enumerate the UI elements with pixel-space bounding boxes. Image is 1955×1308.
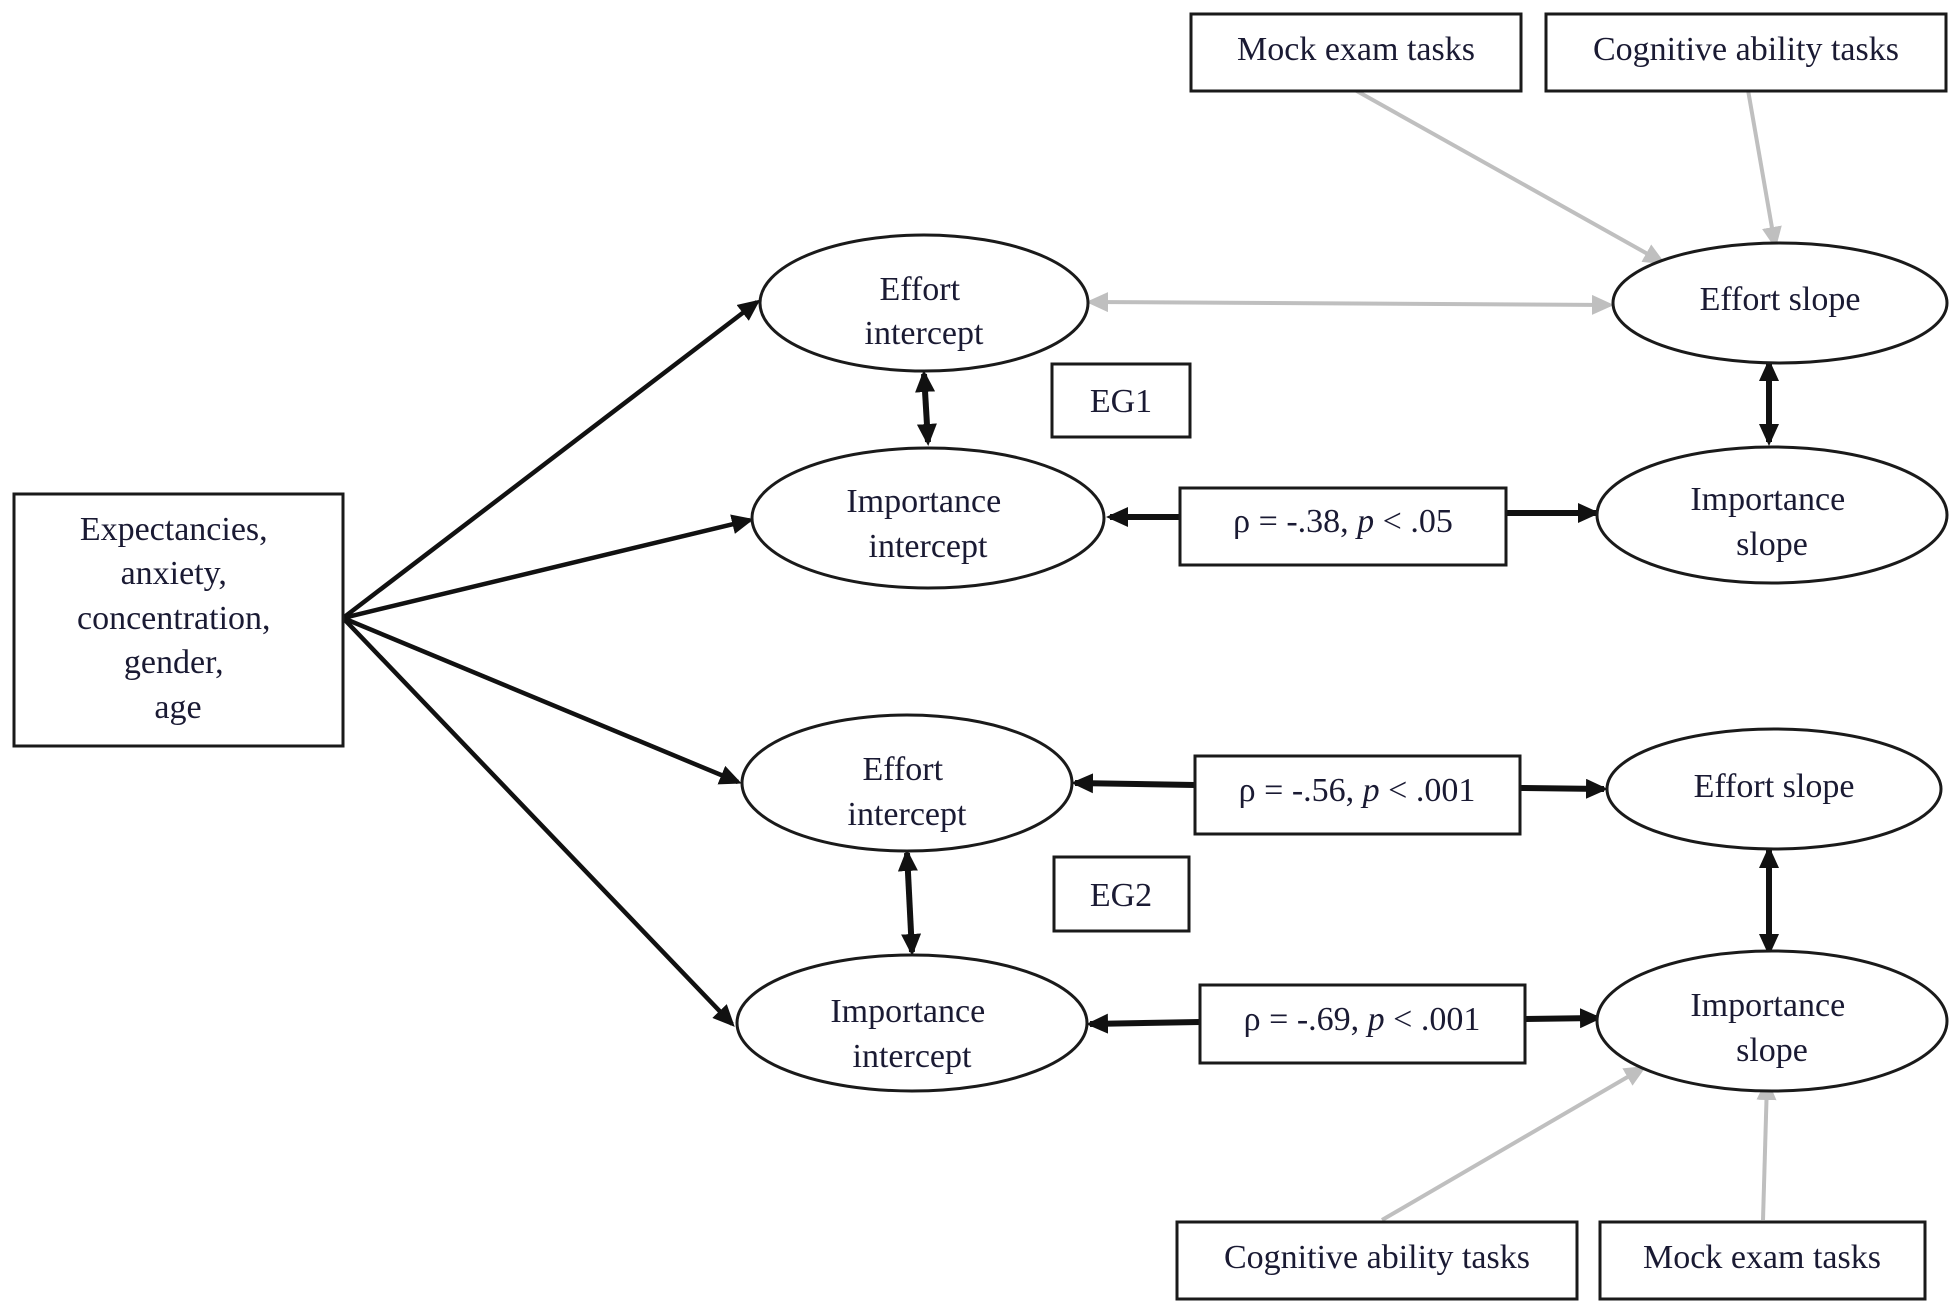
- svg-text:Importance slope: Importance slope: [1690, 987, 1853, 1069]
- svg-text:ρ = -.56, p < .001: ρ = -.56, p < .001: [1239, 772, 1476, 809]
- predictor-to-eg1-importance-intercept-arrow: [342, 514, 754, 621]
- svg-text:Effort slope: Effort slope: [1700, 281, 1861, 318]
- eg2-cognitive-to-importance-slope-arrow: [1380, 1065, 1647, 1222]
- eg1-mock-exam-to-effort-slope-arrow: [1354, 88, 1666, 264]
- svg-text:EG1: EG1: [1090, 383, 1152, 420]
- eg1-effort-slope: Effort slope: [1611, 241, 1949, 365]
- svg-text:Effort intercept: Effort intercept: [865, 271, 984, 352]
- eg2-effort-slope: Effort slope: [1605, 727, 1943, 851]
- eg1-rho-box: ρ = -.38, p < .05: [1178, 486, 1508, 567]
- eg1-effort-importance-intercept-arrow: [915, 370, 937, 446]
- eg2-rho-effort-to-slope-arrow: [1519, 778, 1608, 799]
- eg1-label-box: EG1: [1050, 362, 1192, 439]
- eg1-cognitive-to-effort-slope-arrow: [1746, 89, 1782, 249]
- eg1-mock-exam-box: Mock exam tasks: [1189, 12, 1523, 93]
- eg2-mock-exam-to-importance-slope-arrow: [1756, 1078, 1777, 1221]
- predictor-to-eg1-effort-intercept-arrow: [341, 299, 761, 620]
- svg-text:Expectancies, anxiety,: Expectancies, anxiety, concentration, ge…: [77, 511, 279, 726]
- eg2-rho-importance-to-slope-arrow: [1524, 1008, 1602, 1029]
- svg-text:Importance intercept: Importance intercept: [846, 483, 1009, 565]
- eg2-rho-importance-box: ρ = -.69, p < .001: [1198, 983, 1527, 1065]
- eg1-importance-intercept: Importance intercept: [750, 446, 1106, 590]
- svg-text:Mock exam tasks: Mock exam tasks: [1643, 1239, 1881, 1276]
- eg2-rho-effort-to-intercept-arrow: [1071, 773, 1196, 794]
- predictors-line-4: gender,: [124, 644, 224, 681]
- predictor-to-eg2-importance-intercept-arrow: [341, 616, 735, 1027]
- eg1-importance-slope: Importance slope: [1595, 445, 1949, 585]
- svg-text:Mock exam tasks: Mock exam tasks: [1237, 31, 1475, 68]
- eg2-effort-importance-intercept-arrow: [897, 849, 922, 956]
- eg2-rho-effort-box: ρ = -.56, p < .001: [1193, 754, 1522, 836]
- predictor-to-eg2-effort-intercept-arrow: [342, 615, 742, 785]
- predictors-line-2: anxiety,: [121, 555, 227, 592]
- eg2-mock-exam-box: Mock exam tasks: [1598, 1220, 1927, 1301]
- eg2-effort-intercept: Effort intercept: [740, 713, 1074, 853]
- eg2-importance-slope: Importance slope: [1595, 949, 1949, 1093]
- svg-text:ρ = -.38, p < .05: ρ = -.38, p < .05: [1233, 503, 1453, 540]
- svg-text:EG2: EG2: [1090, 877, 1152, 914]
- predictors-line-1: Expectancies,: [80, 511, 268, 548]
- svg-text:Cognitive ability tasks: Cognitive ability tasks: [1593, 31, 1899, 68]
- svg-text:Effort slope: Effort slope: [1694, 768, 1855, 805]
- eg1-cognitive-ability-box: Cognitive ability tasks: [1544, 12, 1948, 93]
- eg2-rho-importance-to-intercept-arrow: [1086, 1013, 1201, 1034]
- svg-text:Cognitive ability tasks: Cognitive ability tasks: [1224, 1239, 1530, 1276]
- svg-text:Importance slope: Importance slope: [1690, 481, 1853, 563]
- eg1-effort-intercept: Effort intercept: [758, 233, 1090, 373]
- svg-text:Effort intercept: Effort intercept: [848, 751, 967, 833]
- svg-text:ρ = -.69, p < .001: ρ = -.69, p < .001: [1244, 1001, 1481, 1038]
- predictors-box: Expectancies, anxiety, concentration, ge…: [12, 492, 345, 748]
- eg2-cognitive-ability-box: Cognitive ability tasks: [1175, 1220, 1579, 1301]
- svg-text:Importance intercept: Importance intercept: [830, 993, 993, 1075]
- eg2-label-box: EG2: [1052, 855, 1191, 933]
- eg2-importance-intercept: Importance intercept: [735, 953, 1089, 1093]
- eg1-effort-intercept-effort-slope-arrow: [1086, 292, 1614, 315]
- predictors-line-3: concentration,: [77, 600, 271, 637]
- predictors-line-5: age: [154, 689, 201, 726]
